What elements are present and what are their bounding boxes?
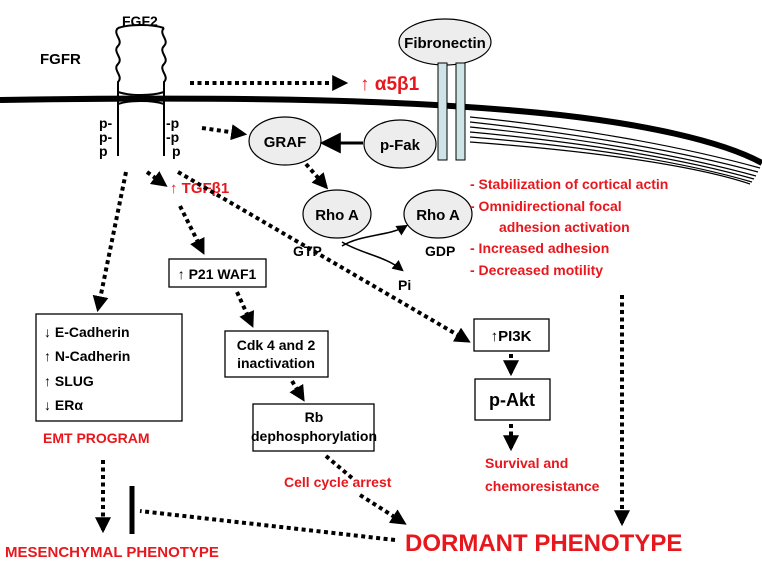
rhoa-gdp-label: Rho A [416,207,460,224]
emt-marker-3: ↑ SLUG [44,373,94,389]
effect-5: - Decreased motility [470,262,603,278]
p21-box [168,258,267,288]
gtp-label: GTP [293,243,322,259]
rb-line-2: dephosphorylation [251,428,377,444]
cdk-line-1: Cdk 4 and 2 [237,337,316,353]
survival-line-1: Survival and [485,455,568,471]
dormant-inhibits-mesenchymal-line [139,509,396,542]
tgfb1-label: ↑ TGFβ1 [170,180,229,197]
pi3k-label: ↑PI3K [491,328,532,345]
integrin-label: ↑ α5β1 [360,74,420,95]
cdk-line-2: inactivation [237,355,315,371]
arrow-tgfb1-to-p21 [178,205,205,255]
cell-membrane [0,95,762,166]
pi3k-box [473,318,550,352]
pi-label: Pi [398,277,411,293]
mesenchymal-phenotype-label: MESENCHYMAL PHENOTYPE [5,544,219,561]
effect-4: - Increased adhesion [470,240,609,256]
effect-3: adhesion activation [499,219,630,235]
arrow-fgfr-to-graf [201,124,248,141]
pakt-box [474,378,551,421]
cell-cycle-arrest-label: Cell cycle arrest [284,474,392,490]
pfak-node [363,119,437,169]
arrow-gtp-to-gdp [341,224,408,247]
phosphorylation-sites: p- p- p -p -p p [99,115,181,159]
integrin-beta-bar [455,62,466,161]
integrin-alpha-bar [437,62,448,161]
emt-markers-box [35,313,183,422]
graf-label: GRAF [264,134,307,151]
p21-label: ↑ P21 WAF1 [178,266,257,282]
p-right-2: -p [166,129,179,145]
cdk-box [224,330,329,378]
dormant-phenotype-label: DORMANT PHENOTYPE [405,530,682,557]
effect-1: - Stabilization of cortical actin [470,176,668,192]
arrow-fgfr-to-emt [92,171,128,313]
p-right-1: -p [166,115,179,131]
rhoa-gtp-node [302,189,372,239]
p-right-3: p [172,143,181,159]
effect-2: - Omnidirectional focal [470,198,622,214]
rhoa-gtp-label: Rho A [315,207,359,224]
fgfr-label: FGFR [40,51,81,68]
rb-box [252,403,375,452]
emt-marker-1: ↓ E-Cadherin [44,324,130,340]
gdp-label: GDP [425,243,455,259]
actin-fibers [469,116,761,185]
arrow-to-pi [341,241,404,272]
pfak-label: p-Fak [380,137,421,154]
arrow-cdk-to-rb [289,379,305,402]
emt-program-label: EMT PROGRAM [43,430,150,446]
rb-line-1: Rb [305,409,324,425]
arrow-fgfr-to-pi3k [176,170,471,343]
arrow-arrest-to-dormant [358,493,407,525]
emt-marker-4: ↓ ERα [44,397,83,413]
arrow-rb-down [324,454,354,480]
pakt-label: p-Akt [489,390,535,410]
p-left-2: p- [99,129,113,145]
fibronectin-label: Fibronectin [404,35,486,52]
arrow-p21-to-cdk [235,291,254,328]
arrow-fgfr-to-tgfb1 [145,170,168,187]
adhesion-effects-list: - Stabilization of cortical actin - Omni… [470,176,668,278]
fgf2-label: FGF2 [122,13,158,29]
survival-line-2: chemoresistance [485,478,600,494]
p-left-1: p- [99,115,113,131]
p-left-3: p [99,143,108,159]
rhoa-gdp-node [403,189,473,239]
emt-marker-list: ↓ E-Cadherin ↑ N-Cadherin ↑ SLUG ↓ ERα [44,324,130,413]
emt-marker-2: ↑ N-Cadherin [44,348,130,364]
arrow-graf-to-rhoa [304,162,329,190]
fgfr-receptor [115,24,167,156]
